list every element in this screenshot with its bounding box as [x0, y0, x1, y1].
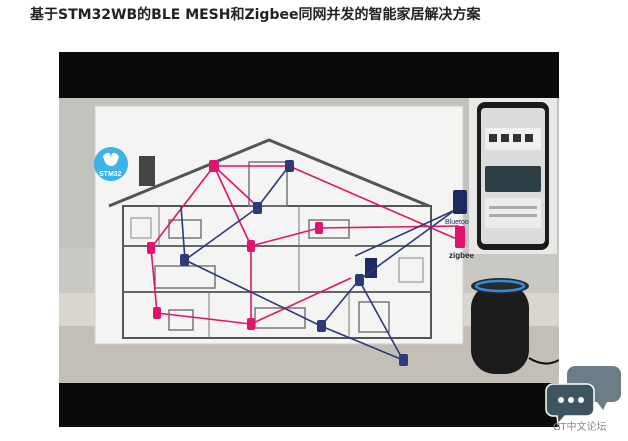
- svg-text:STM32: STM32: [99, 171, 122, 178]
- smart-speaker: [471, 278, 559, 374]
- app-panel: [485, 166, 541, 192]
- power-cable: [528, 357, 559, 365]
- zigbee-bulb-icon: [247, 318, 255, 330]
- ble-gateway-icon: [453, 190, 467, 214]
- ble-bulb-icon: [285, 160, 294, 172]
- bluetooth-nodes: [180, 160, 408, 366]
- bed-icon: [308, 219, 350, 239]
- zigbee-gateway-icon: [455, 226, 465, 248]
- ble-bulb-icon: [355, 274, 364, 286]
- ble-bulb-icon: [180, 254, 189, 266]
- article-title: 基于STM32WB的BLE MESH和Zigbee同网并发的智能家居解决方案: [30, 7, 481, 23]
- zigbee-bulb-icon: [147, 242, 155, 254]
- speaker-light-ring: [474, 279, 526, 293]
- smart-home-scene: Bluetooth zigbee STM32: [59, 98, 559, 383]
- bluetooth-links: [180, 165, 456, 361]
- oven-icon: [168, 309, 194, 331]
- bathtub-icon: [168, 219, 202, 239]
- butterfly-icon: [103, 152, 119, 166]
- window-icon: [130, 217, 152, 239]
- zigbee-label: zigbee: [449, 251, 474, 260]
- chimney: [139, 156, 155, 186]
- ble-bulb-icon: [317, 320, 326, 332]
- video-frame: Bluetooth zigbee STM32: [59, 98, 559, 383]
- bluetooth-label: Bluetooth: [445, 219, 475, 226]
- ble-plug-icon: [399, 354, 408, 366]
- zigbee-bulb-icon: [315, 222, 323, 234]
- zigbee-links: [150, 165, 460, 325]
- zigbee-bulb-icon: [247, 240, 255, 252]
- forum-watermark-icon: [545, 366, 621, 426]
- zigbee-bulb-icon: [209, 160, 219, 172]
- watermark-text: GT中文论坛: [553, 422, 607, 433]
- video-player[interactable]: Bluetooth zigbee STM32: [59, 52, 559, 427]
- zigbee-plug-icon: [153, 307, 161, 319]
- ble-bulb-icon: [253, 202, 262, 214]
- smartphone: [469, 98, 557, 254]
- window-icon: [398, 257, 424, 283]
- house-poster: Bluetooth zigbee STM32: [94, 105, 475, 366]
- zigbee-nodes: [147, 160, 323, 330]
- door-icon: [358, 301, 390, 333]
- stm32-logo: STM32: [94, 147, 128, 181]
